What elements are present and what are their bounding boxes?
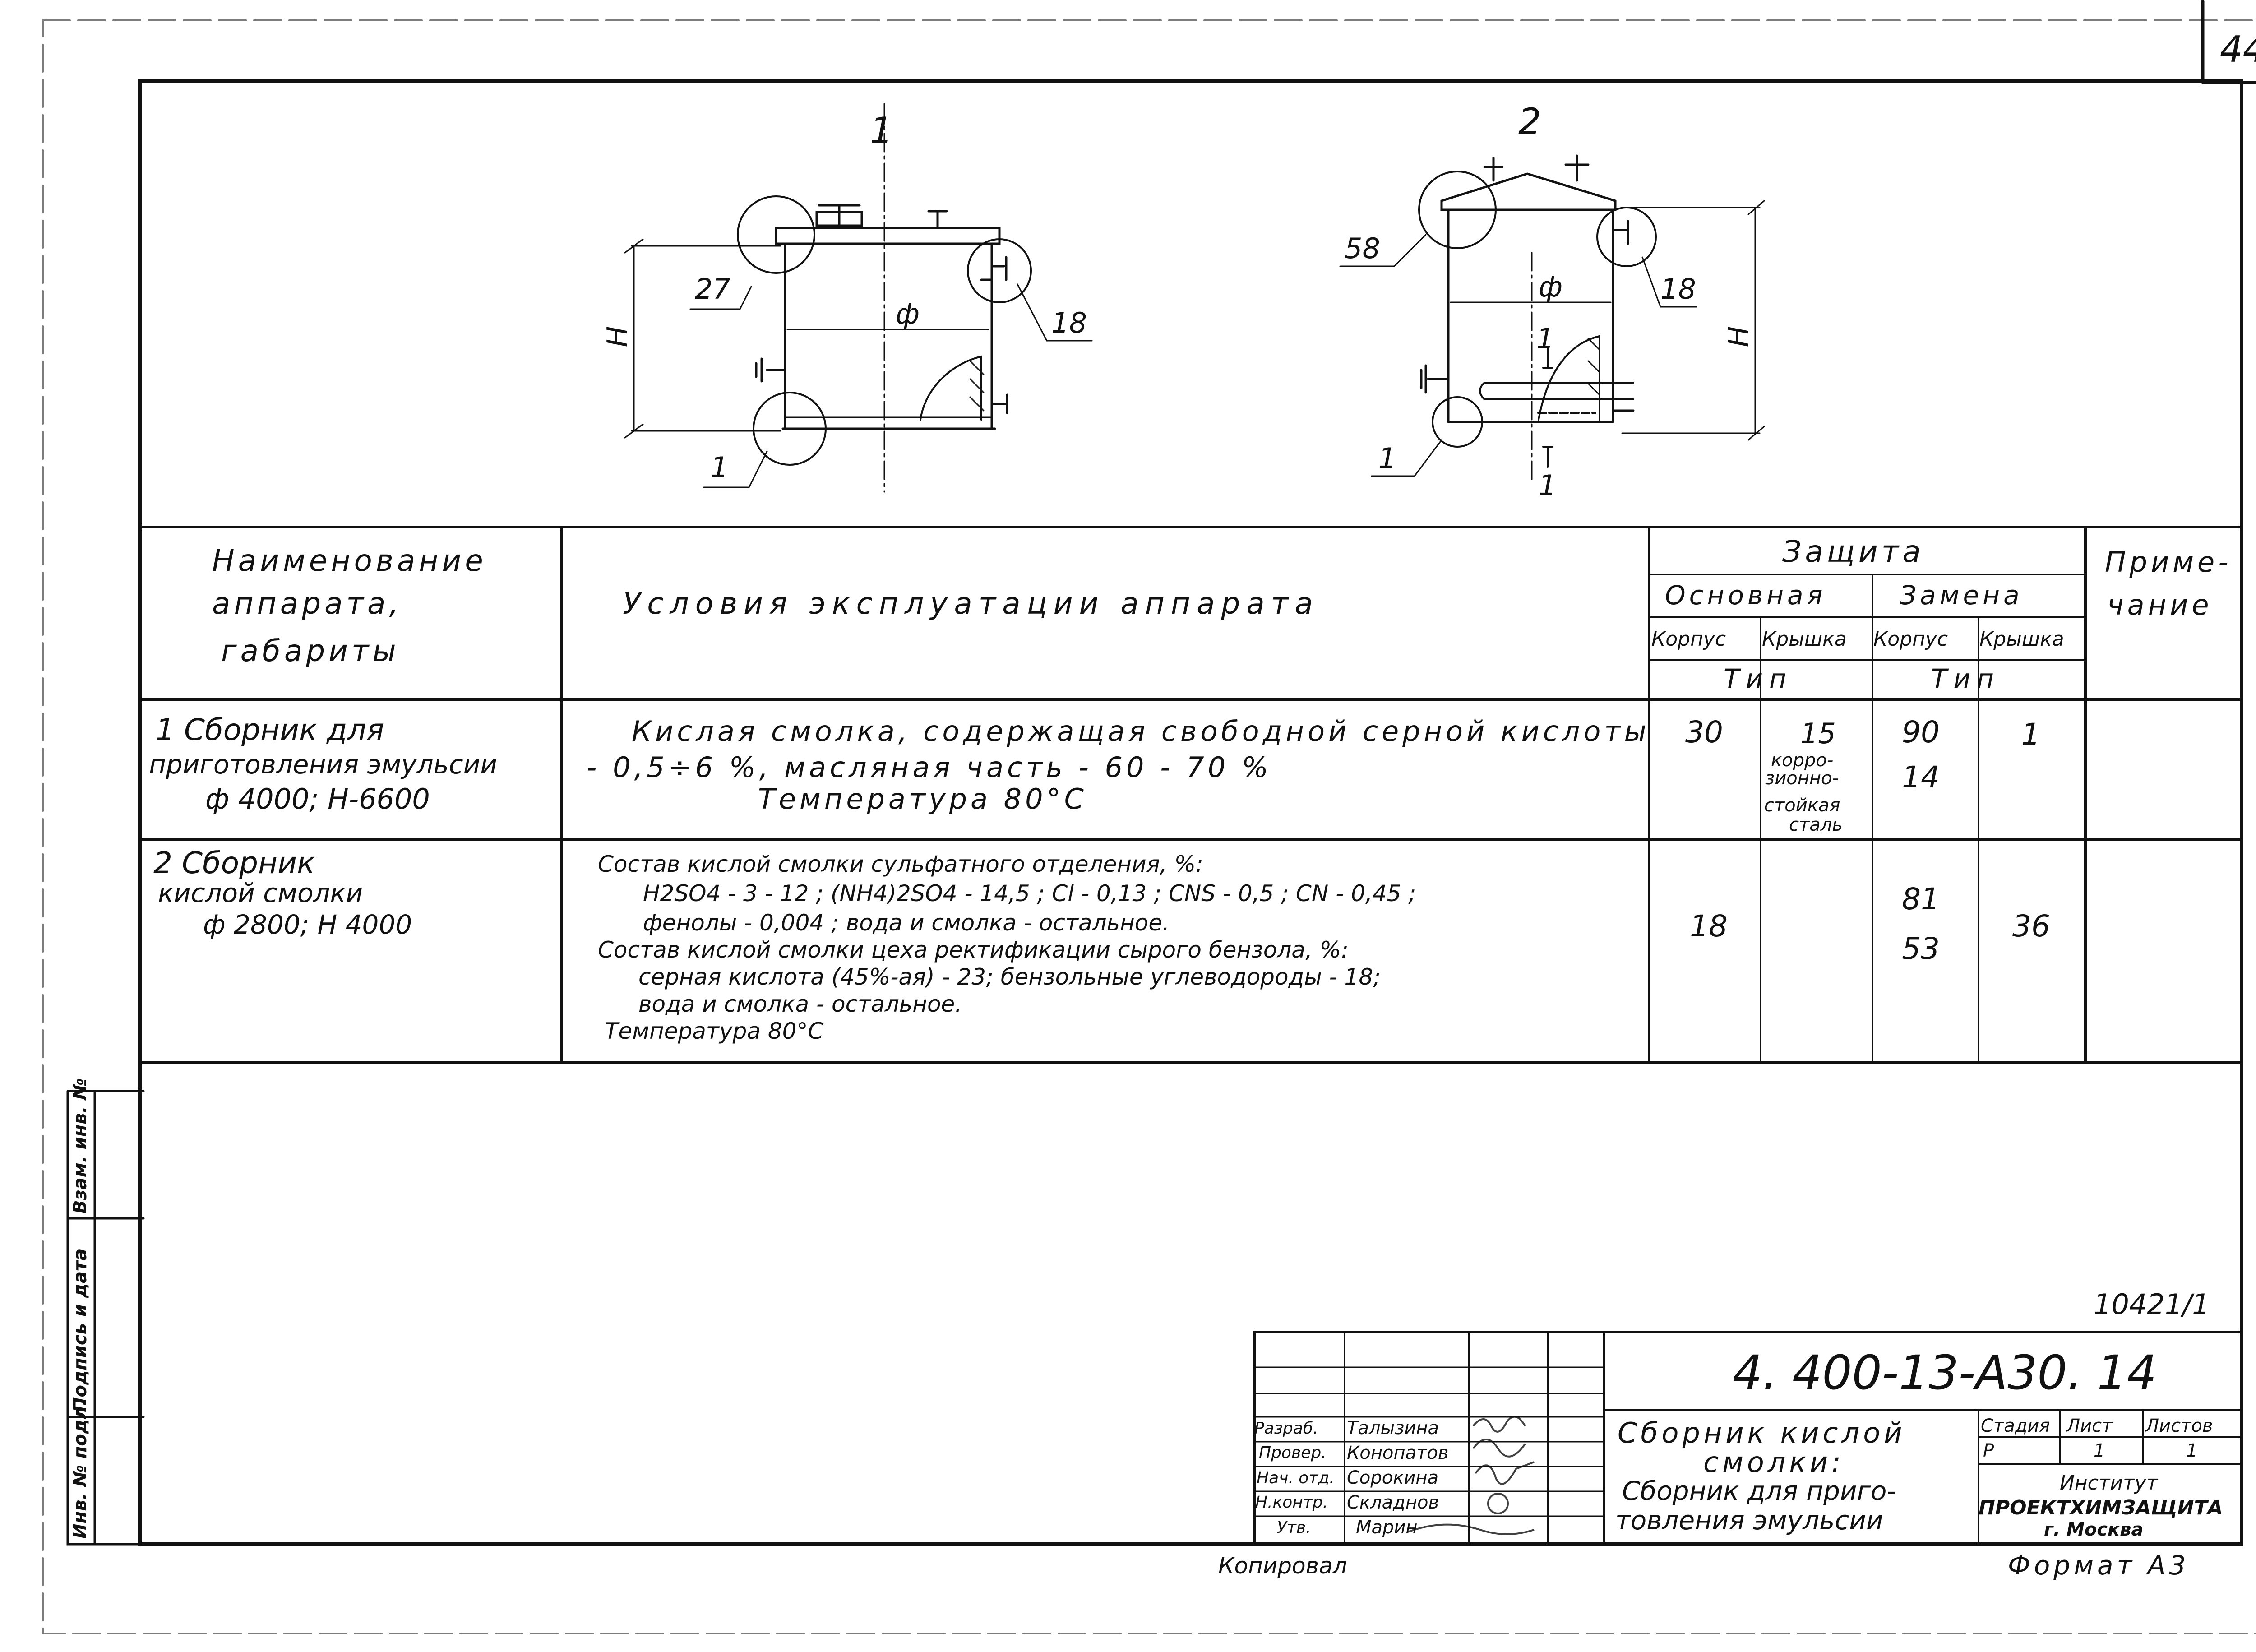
header-replacement: Замена	[1900, 580, 2023, 611]
header-main: Основная	[1665, 580, 1826, 611]
org-line-2: ПРОЕКТХИМЗАЩИТА	[1979, 1496, 2223, 1519]
role-norm-control: Н.контр.	[1255, 1493, 1328, 1512]
name-dept-head: Сорокина	[1347, 1467, 1439, 1488]
row-2-conditions-line-3: фенолы - 0,004 ; вода и смолка - остальн…	[643, 910, 1170, 936]
header-repl-type: Тип	[1931, 663, 2001, 694]
row-1-repl-body-2: 14	[1902, 760, 1940, 795]
org-line-3: г. Москва	[2044, 1519, 2144, 1540]
figure-2-callout-1: 1	[1378, 442, 1396, 475]
figure-2-number: 2	[1518, 101, 1541, 143]
doc-title-line-4: товления эмульсии	[1615, 1505, 1883, 1536]
row-1-name-line-1: 1 Сборник для	[156, 713, 384, 747]
row-2-name-line-2: кислой смолки	[158, 878, 363, 908]
header-repl-lid: Крышка	[1979, 628, 2064, 651]
drawing-code: 4. 400-13-А30. 14	[1733, 1345, 2157, 1400]
sheets-value: 1	[2186, 1440, 2198, 1461]
row-1-repl-lid: 1	[2021, 717, 2040, 752]
figure-2-section-mark-bottom: 1	[1539, 469, 1557, 502]
sheet-value: 1	[2094, 1440, 2105, 1461]
archive-number: 10421/1	[2094, 1288, 2210, 1321]
name-checker: Конопатов	[1347, 1443, 1449, 1463]
header-repl-body: Корпус	[1873, 628, 1948, 651]
name-developer: Талызина	[1347, 1418, 1439, 1439]
row-1-name-line-2: приготовления эмульсии	[149, 749, 497, 780]
row-2-conditions-line-4: Состав кислой смолки цеха ректификации с…	[598, 937, 1349, 963]
header-note-line-2: чание	[2107, 588, 2213, 621]
figure-2-callout-18: 18	[1660, 273, 1696, 305]
doc-title-line-3: Сборник для приго-	[1622, 1476, 1896, 1506]
figure-1-number: 1	[870, 110, 893, 152]
row-2-main-body: 18	[1690, 909, 1728, 944]
row-2-repl-body-2: 53	[1902, 931, 1940, 966]
figure-2-section-mark-top: 1	[1536, 322, 1554, 355]
row-1-name-line-3: ф 4000; Н-6600	[205, 782, 430, 815]
stamp-signature-date: Подпись и дата	[70, 1248, 91, 1412]
figure-1-callout-27: 27	[695, 273, 730, 305]
name-approved: Марин	[1356, 1517, 1418, 1538]
row-1-conditions-line-1: Кислая смолка, содержащая свободной серн…	[632, 715, 1650, 748]
row-2-conditions-line-6: вода и смолка - остальное.	[638, 991, 962, 1017]
sheets-header: Листов	[2145, 1416, 2213, 1436]
figure-2-callout-58: 58	[1345, 232, 1380, 265]
row-1-main-body: 30	[1685, 715, 1723, 750]
row-2-conditions-line-7: Температура 80°С	[605, 1018, 824, 1044]
row-1-main-lid-4: стойкая	[1764, 795, 1840, 816]
name-norm-control: Складнов	[1347, 1492, 1439, 1513]
row-2-repl-lid: 36	[2012, 909, 2050, 944]
row-2-conditions-line-2: Н2SO4 - 3 - 12 ; (NH4)2SO4 - 14,5 ; Cl -…	[643, 880, 1416, 907]
copied-by: Копировал	[1218, 1553, 1347, 1579]
org-line-1: Институт	[2060, 1472, 2158, 1495]
sheet-header: Лист	[2066, 1416, 2113, 1436]
stamp-replacement-inv: Взам. инв. №	[70, 1078, 91, 1214]
header-name-line-2: аппарата,	[212, 586, 402, 621]
figure-1-callout-18: 18	[1051, 306, 1087, 339]
figure-2-phi-label: ф	[1539, 270, 1563, 303]
role-dept-head: Нач. отд.	[1257, 1469, 1335, 1487]
row-1-repl-body-1: 90	[1902, 715, 1940, 750]
doc-title-line-2: смолки:	[1703, 1446, 1845, 1479]
header-name-line-3: габариты	[221, 634, 400, 668]
role-checker: Провер.	[1259, 1444, 1327, 1462]
row-2-name-line-1: 2 Сборник	[153, 846, 315, 880]
doc-title-line-1: Сборник кислой	[1618, 1416, 1906, 1449]
header-main-type: Тип	[1724, 663, 1793, 694]
row-1-main-lid-1: 15	[1800, 717, 1836, 750]
row-2-name-line-3: ф 2800; Н 4000	[203, 909, 412, 940]
page-number: 44	[2220, 28, 2256, 70]
row-1-main-lid-3: зионно-	[1765, 768, 1839, 789]
header-main-body: Корпус	[1651, 628, 1726, 651]
figure-1-phi-label: ф	[896, 297, 920, 330]
row-2-conditions-line-1: Состав кислой смолки сульфатного отделен…	[598, 851, 1203, 877]
header-main-lid: Крышка	[1762, 628, 1847, 651]
stamp-inventory-no: Инв. № подл.	[70, 1399, 91, 1539]
row-1-conditions-line-2: - 0,5÷6 %, масляная часть - 60 - 70 %	[587, 751, 1272, 784]
figure-1-h-label: H	[601, 326, 634, 347]
header-name-line-1: Наименование	[212, 543, 487, 578]
sheet-format: Формат А3	[2008, 1550, 2190, 1581]
row-2-repl-body-1: 81	[1902, 882, 1940, 916]
stage-value: Р	[1983, 1440, 1994, 1461]
role-approved: Утв.	[1277, 1518, 1311, 1537]
header-note-line-1: Приме-	[2105, 546, 2232, 578]
header-conditions: Условия эксплуатации аппарата	[623, 586, 1319, 621]
row-1-conditions-line-3: Температура 80°С	[758, 782, 1087, 815]
figure-2-h-label: H	[1722, 326, 1755, 347]
role-developer: Разраб.	[1254, 1419, 1318, 1438]
figure-1-callout-1: 1	[711, 451, 729, 484]
row-1-main-lid-5: сталь	[1789, 814, 1843, 835]
row-1-main-lid-2: корро-	[1771, 750, 1834, 771]
row-2-conditions-line-5: серная кислота (45%-ая) - 23; бензольные…	[638, 964, 1381, 990]
stage-header: Стадия	[1981, 1416, 2050, 1436]
header-protection: Защита	[1782, 534, 1924, 569]
